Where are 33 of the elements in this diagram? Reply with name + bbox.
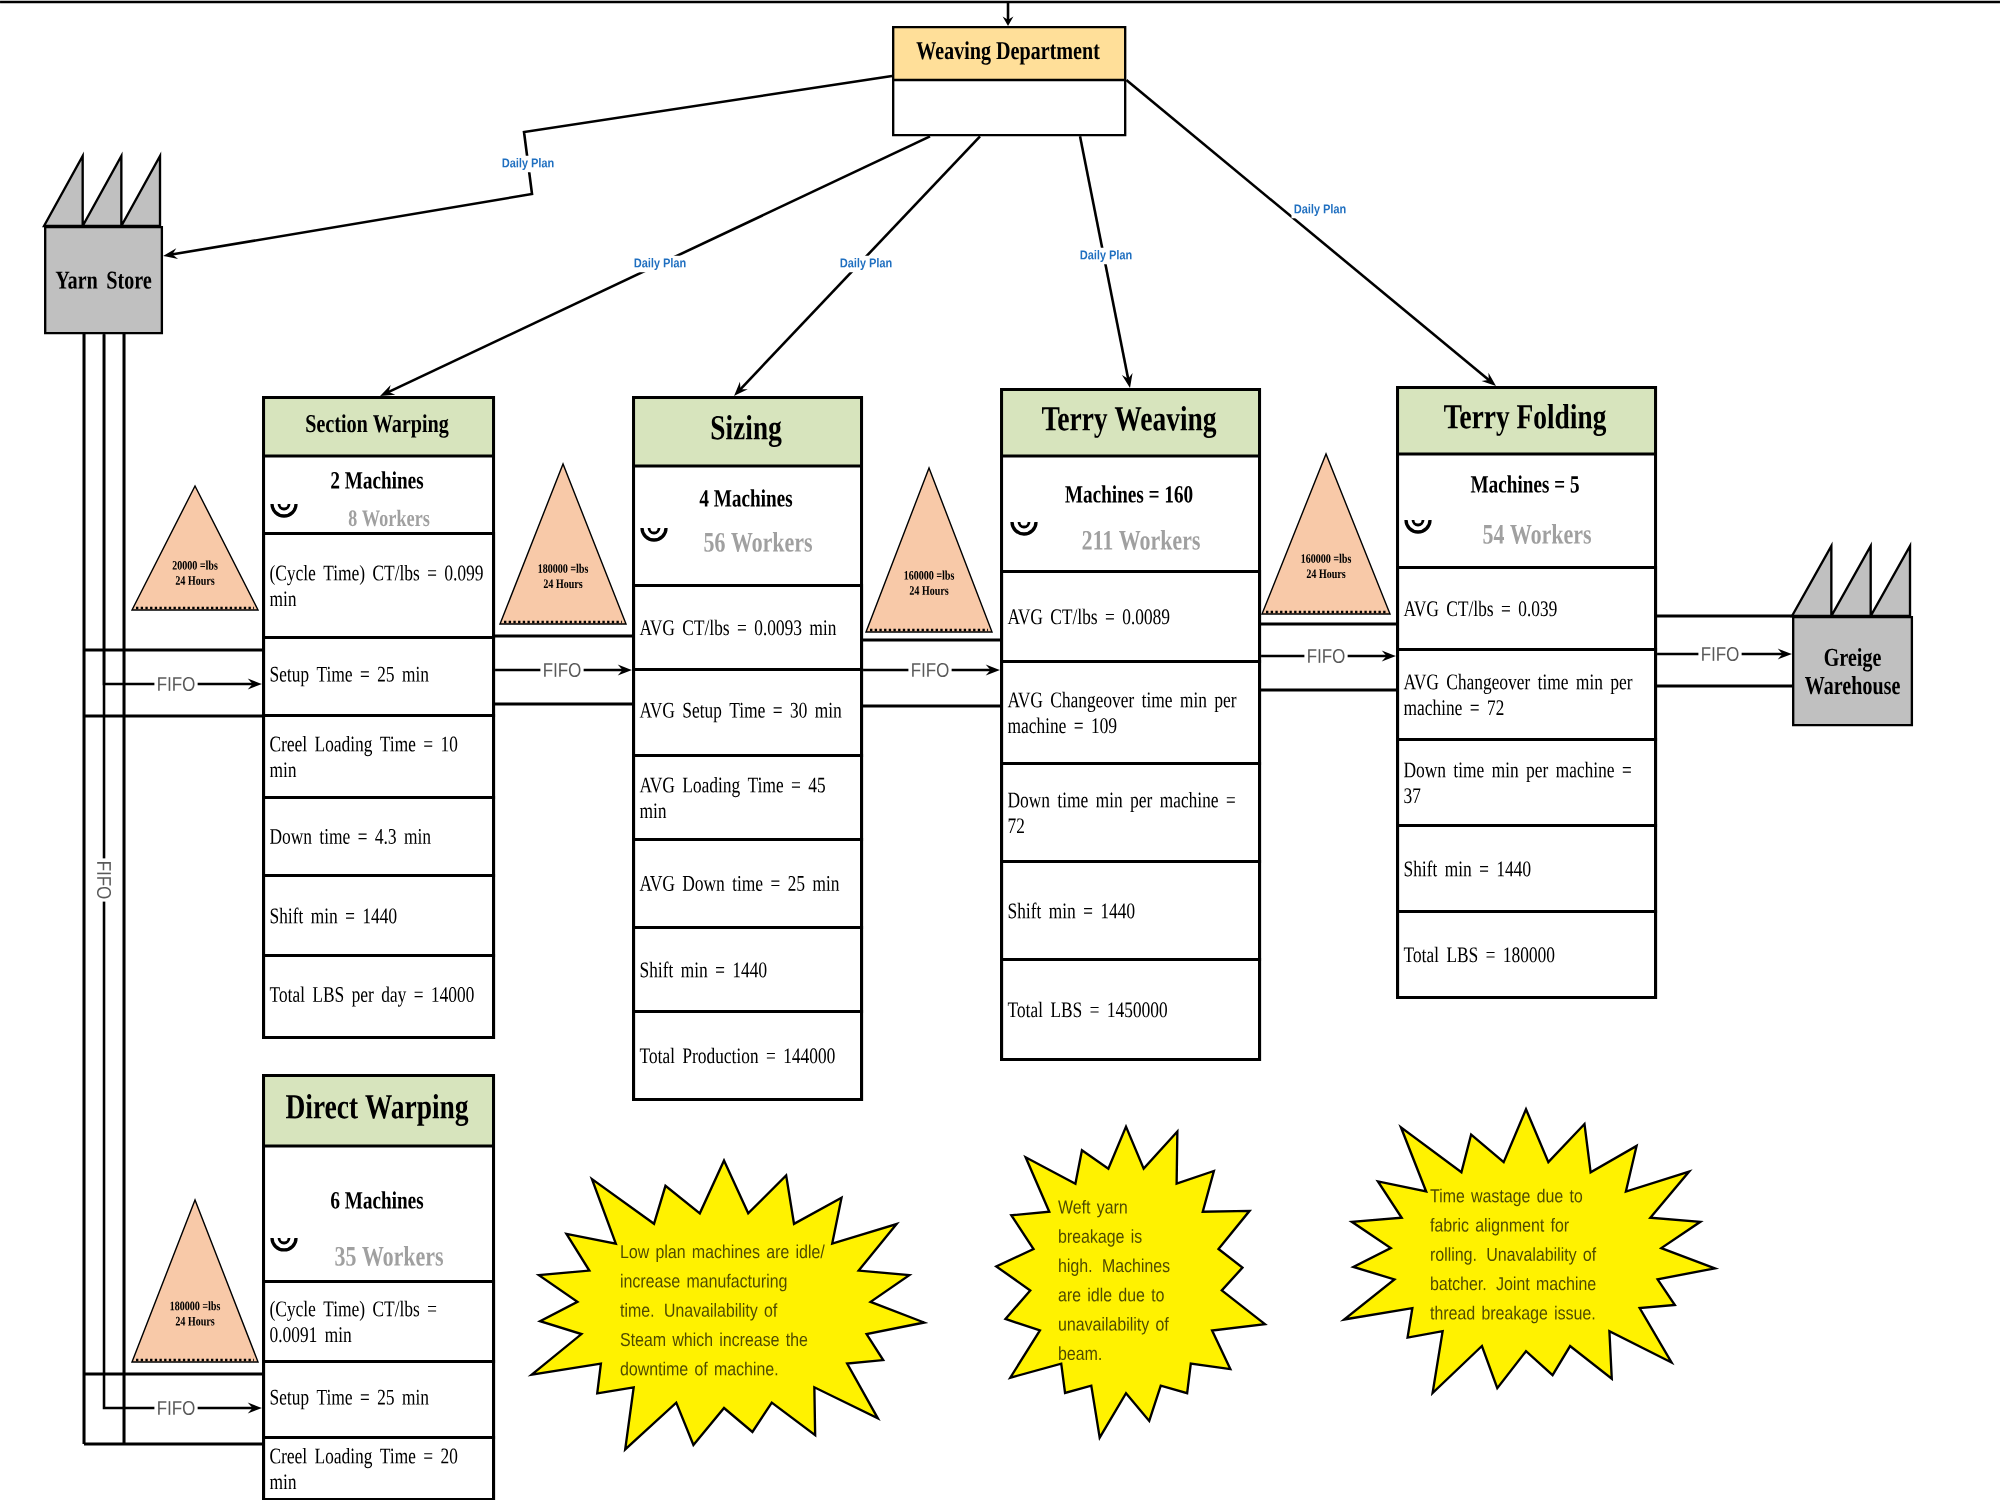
data-cell: Setup Time = 25 min [262,636,496,718]
data-cell: Shift min = 1440 [632,926,864,1014]
data-cell: AVG Changeover time min per machine = 72 [1396,648,1658,742]
data-cell: Down time min per machine = 37 [1396,738,1658,828]
data-cell: AVG Setup Time = 30 min [632,668,864,758]
data-cell: AVG Changeover time min per machine = 109 [1000,660,1262,766]
edge-label: FIFO [154,674,198,694]
data-cell: Total Production = 144000 [632,1010,864,1102]
data-cell: AVG Loading Time = 45 min [632,754,864,842]
edge-label: FIFO [908,660,952,680]
data-cell: AVG CT/lbs = 0.0089 [1000,570,1262,664]
data-cell: Shift min = 1440 [1396,824,1658,914]
data-cell: AVG Down time = 25 min [632,838,864,930]
data-cell: Down time min per machine = 72 [1000,762,1262,864]
data-cell: Creel Loading Time = 10 min [262,714,496,800]
department-box: Weaving Department [892,26,1127,137]
data-cell: (Cycle Time) CT/lbs = 0.0091 min [262,1280,496,1364]
data-cell: Total LBS = 1450000 [1000,958,1262,1062]
data-cell: AVG CT/lbs = 0.039 [1396,566,1658,652]
data-cell: AVG CT/lbs = 0.0093 min [632,584,864,672]
data-cell: (Cycle Time) CT/lbs = 0.099 min [262,532,496,640]
data-cell: Total LBS per day = 14000 [262,954,496,1040]
lane-label: FIFO [94,858,114,902]
data-cell: Shift min = 1440 [262,874,496,958]
edge-label: FIFO [540,660,584,680]
edge-label: FIFO [1304,646,1348,666]
data-cell: Down time = 4.3 min [262,796,496,878]
data-cell: Creel Loading Time = 20 min [262,1436,496,1500]
data-cell: Setup Time = 25 min [262,1360,496,1440]
data-cell: Total LBS = 180000 [1396,910,1658,1000]
edge-label: FIFO [1698,644,1742,664]
edge-label: FIFO [154,1398,198,1418]
data-cell: Shift min = 1440 [1000,860,1262,962]
